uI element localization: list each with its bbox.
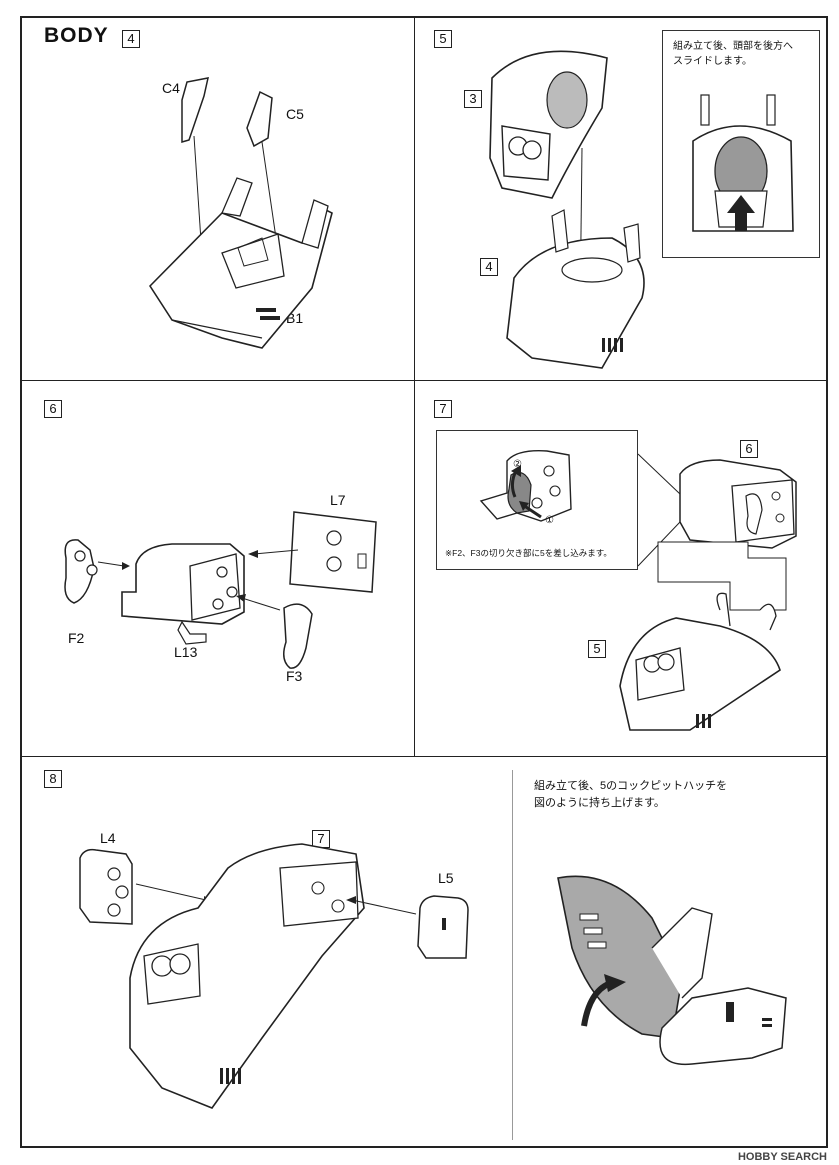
step-8-note-line-2: 図のように持ち上げます。 [534, 797, 665, 809]
step-4-number: 4 [122, 30, 140, 48]
step-5-note-line-1: 組み立て後、頭部を後方へ [673, 41, 793, 52]
step-5-inset-diagram [692, 94, 794, 232]
divider-row-1 [22, 380, 826, 381]
step-7-number: 7 [434, 400, 452, 418]
step-6-diagram [64, 511, 377, 669]
step-7-ref-5: 5 [588, 640, 606, 658]
divider-row-2 [22, 756, 826, 757]
step-7-diagram [619, 453, 797, 731]
step-8-ref-7: 7 [312, 830, 330, 848]
step-7-callout-1: ① [545, 515, 554, 526]
step-5-note-line-2: スライドします。 [673, 56, 752, 67]
step-8-hatch-diagram [557, 875, 787, 1066]
step-5-part3-ref: 3 [464, 90, 482, 108]
step-5-number: 5 [434, 30, 452, 48]
step-4-diagram [148, 77, 333, 349]
label-f3: F3 [286, 668, 303, 684]
watermark: HOBBY SEARCH [737, 1151, 827, 1163]
step-5-diagram [489, 50, 645, 369]
divider-col [414, 18, 415, 756]
label-l7: L7 [330, 492, 346, 508]
label-l5: L5 [438, 870, 454, 886]
step-8-number: 8 [44, 770, 62, 788]
label-l13: L13 [174, 644, 198, 660]
page-title: BODY [44, 24, 109, 47]
step-7-note: ※F2、F3の切り欠き部に5を差し込みます。 [445, 548, 612, 558]
label-f2: F2 [68, 630, 85, 646]
divider-step8-inner [512, 770, 513, 1140]
step-8-note: 組み立て後、5のコックピットハッチを 図のように持ち上げます。 [534, 778, 727, 812]
step-7-inset-diagram [479, 450, 572, 522]
label-c4: C4 [162, 80, 180, 96]
step-8-diagram [79, 843, 469, 1109]
step-7-inset: ② ① ※F2、F3の切り欠き部に5を差し込みます。 [436, 430, 638, 570]
step-7-callout-2: ② [513, 459, 522, 470]
step-7-ref-6: 6 [740, 440, 758, 458]
step-6-number: 6 [44, 400, 62, 418]
label-c5: C5 [286, 106, 304, 122]
instruction-sheet: BODY 4 C4 C5 B1 5 3 4 [20, 16, 828, 1148]
label-l4: L4 [100, 830, 116, 846]
step-8-note-line-1: 組み立て後、5のコックピットハッチを [534, 780, 728, 792]
step-5-part4-ref: 4 [480, 258, 498, 276]
step-5-note: 組み立て後、頭部を後方へ スライドします。 [673, 39, 793, 69]
step-5-inset: 組み立て後、頭部を後方へ スライドします。 [662, 30, 820, 258]
